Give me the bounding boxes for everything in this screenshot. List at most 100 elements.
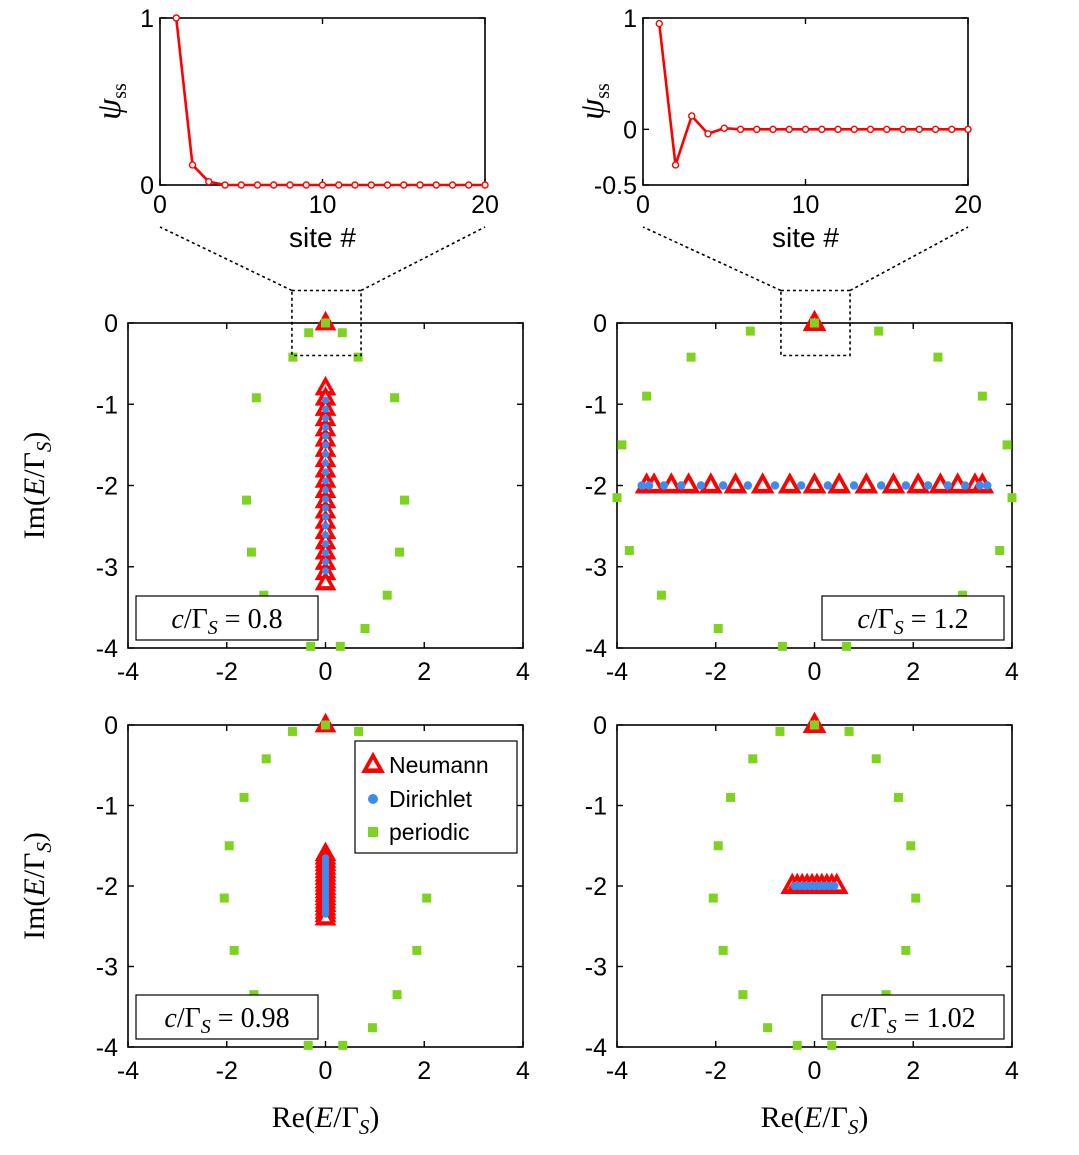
periodic-marker <box>288 352 298 362</box>
periodic-marker <box>686 352 696 362</box>
axis-label-part: Im( <box>18 897 51 940</box>
periodic-marker <box>287 726 297 736</box>
dirichlet-marker <box>321 432 330 440</box>
annotation-part: S <box>887 1016 897 1038</box>
annotation-part: c <box>164 1003 177 1034</box>
psi-point <box>367 181 375 189</box>
psi-point <box>351 181 359 189</box>
annotation-box <box>821 595 1005 641</box>
legend-periodic-label: periodic <box>389 819 470 845</box>
periodic-marker <box>239 792 249 802</box>
annotation-part: c <box>857 604 870 635</box>
x-tick-label: 4 <box>1005 1057 1019 1085</box>
y-tick-label: -2 <box>96 873 118 901</box>
annotation-part: = 1.02 <box>897 1003 976 1034</box>
axis-label-part: S <box>359 1115 370 1139</box>
periodic-marker <box>321 318 330 328</box>
neumann-marker-inner <box>952 479 963 489</box>
psi-point <box>753 125 761 134</box>
dirichlet-marker <box>876 481 886 490</box>
psi-line <box>657 23 968 166</box>
dirichlet-marker <box>321 477 330 485</box>
zoom-box <box>780 289 851 357</box>
periodic-marker <box>713 624 723 633</box>
psi-point <box>253 181 262 189</box>
periodic-marker <box>933 352 943 362</box>
periodic-marker <box>1002 440 1012 450</box>
psi-point <box>883 125 891 134</box>
y-tick-label: 0 <box>104 712 118 740</box>
periodic-marker <box>392 990 402 1000</box>
dirichlet-marker <box>659 481 669 490</box>
dirichlet-marker <box>321 531 330 539</box>
x-tick-label: 0 <box>636 191 650 219</box>
periodic-marker <box>1007 493 1017 503</box>
dirichlet-marker <box>321 405 330 413</box>
dirichlet-marker <box>321 414 330 422</box>
dirichlet-marker <box>321 396 330 404</box>
x-axis-label: site # <box>772 222 839 253</box>
dirichlet-marker <box>321 486 330 494</box>
psi-point <box>205 177 213 186</box>
psi-point <box>416 181 424 189</box>
dirichlet-marker <box>321 450 330 458</box>
dirichlet-marker <box>321 441 330 449</box>
annotation-part: c <box>850 1003 863 1034</box>
neumann-marker-inner <box>861 479 872 489</box>
x-tick-label: 0 <box>808 658 822 686</box>
psi-point <box>785 125 793 134</box>
dirichlet-marker <box>368 794 378 804</box>
annotation-part: S <box>208 617 218 639</box>
periodic-marker <box>259 590 269 600</box>
dirichlet-marker <box>676 481 686 490</box>
annotation-label: c/ΓS = 1.2 <box>857 604 968 639</box>
periodic-marker <box>353 352 363 362</box>
y-tick-label: -2 <box>585 473 607 501</box>
axis-label-part: S <box>32 842 56 853</box>
y-tick-label: 0 <box>140 172 154 200</box>
psi-point <box>720 124 728 132</box>
periodic-marker <box>911 893 921 903</box>
y-label-psi: ψ <box>91 98 128 120</box>
periodic-marker <box>261 754 271 764</box>
dirichlet-marker <box>830 881 839 891</box>
periodic-marker <box>321 720 330 730</box>
dirichlet-marker <box>823 481 833 490</box>
dirichlet-marker <box>644 481 654 490</box>
x-tick-label: 2 <box>417 1057 431 1085</box>
periodic-marker <box>792 1040 802 1050</box>
zoom-connector <box>642 226 782 292</box>
dirichlet-marker <box>321 513 330 521</box>
y-axis-label: Im(E/ΓS) <box>18 432 56 540</box>
periodic-marker <box>367 1023 377 1033</box>
annotation-part: S <box>201 1016 211 1038</box>
dirichlet-marker <box>321 459 330 467</box>
y-tick-label: -4 <box>585 635 607 663</box>
periodic-marker <box>337 328 347 338</box>
axis-label-part: /Γ <box>18 452 51 478</box>
annotation-box <box>135 595 319 641</box>
x-tick-label: 2 <box>906 1057 920 1085</box>
psi-point <box>769 125 777 134</box>
axis-label-part: Re( <box>761 1101 804 1134</box>
periodic-marker <box>810 720 819 730</box>
annotation-part: /Γ <box>863 1003 887 1034</box>
x-tick-label: -4 <box>117 658 139 686</box>
x-tick-label: -4 <box>606 1057 628 1085</box>
neumann-marker-inner <box>757 479 768 489</box>
psi-point <box>221 181 229 189</box>
x-tick-label: -2 <box>705 1057 727 1085</box>
periodic-marker <box>958 590 968 600</box>
dirichlet-marker <box>943 481 953 490</box>
psi-point <box>704 130 712 138</box>
periodic-marker <box>842 641 852 651</box>
neumann-marker-inner <box>683 479 694 489</box>
y-tick-label: -3 <box>585 554 607 582</box>
y-tick-label: 1 <box>623 5 637 33</box>
x-tick-label: -4 <box>117 1057 139 1085</box>
psi-point <box>818 125 826 134</box>
annotation-part: S <box>894 617 904 639</box>
periodic-marker <box>251 393 261 403</box>
axis-label-part: E <box>803 1101 822 1134</box>
